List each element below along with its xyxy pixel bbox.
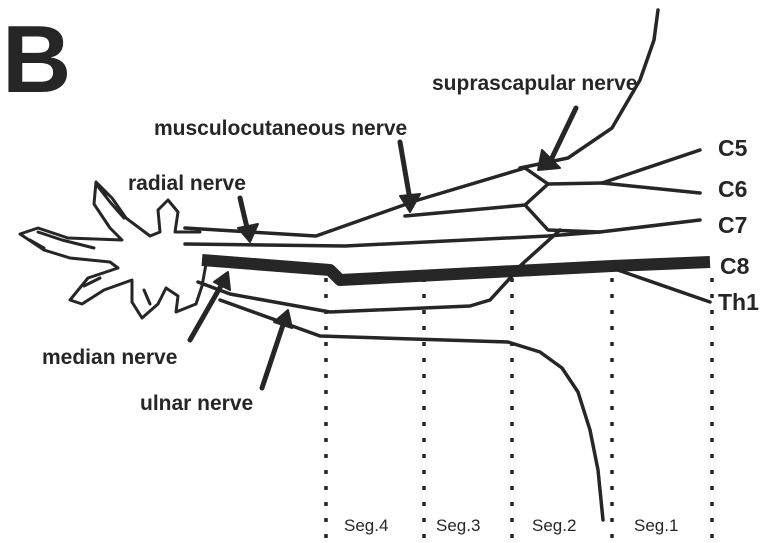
hand-outline	[20, 182, 206, 318]
root-c5-line	[602, 150, 700, 183]
ulnar-arrow	[262, 310, 292, 388]
root-th1-line	[612, 268, 710, 302]
ulnar-nerve-line	[220, 300, 603, 520]
label-suprascapular: suprascapular nerve	[432, 72, 637, 95]
root-c7-line	[405, 205, 700, 232]
root-c6-line	[602, 183, 700, 193]
upper-trunk-division-line	[525, 184, 548, 205]
finger-line	[144, 290, 150, 304]
label-ulnar: ulnar nerve	[140, 392, 253, 415]
label-root-c8: C8	[720, 253, 750, 279]
label-segment-2: Seg.2	[532, 516, 576, 535]
label-segment-3: Seg.3	[436, 516, 480, 535]
label-musculocutaneous: musculocutaneous nerve	[154, 117, 407, 140]
label-segment-1: Seg.1	[634, 516, 678, 535]
hand-outline-path	[20, 182, 206, 318]
upper-trunk-line	[525, 168, 602, 184]
panel-label: B	[2, 6, 71, 113]
label-root-c6: C6	[718, 176, 747, 202]
radial-arrow	[238, 198, 258, 242]
label-root-c5: C5	[718, 135, 748, 161]
label-segment-4: Seg.4	[344, 516, 388, 535]
label-median: median nerve	[42, 346, 177, 369]
label-root-th1: Th1	[718, 289, 759, 315]
label-radial: radial nerve	[128, 172, 246, 195]
segment-boundaries	[326, 278, 712, 543]
median-arrow	[190, 272, 230, 340]
label-root-c7: C7	[718, 212, 747, 238]
